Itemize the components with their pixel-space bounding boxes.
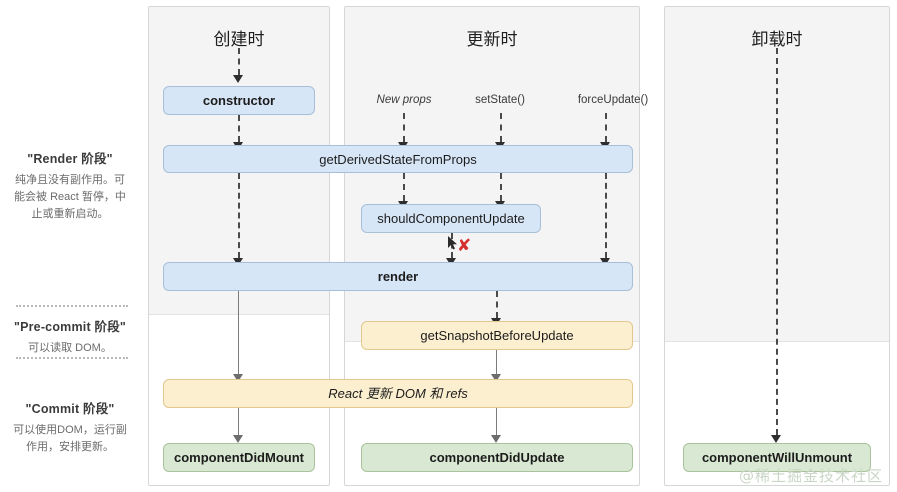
- phase-precommit-desc: 可以读取 DOM。: [28, 342, 112, 354]
- phase-render-desc: 纯净且没有副作用。可能会被 React 暂停，中止或重新启动。: [14, 174, 126, 221]
- update-render-band: [345, 7, 639, 342]
- node-getSnapshotBeforeUpdate-label: getSnapshotBeforeUpdate: [420, 328, 574, 343]
- phase-precommit: "Pre-commit 阶段" 可以读取 DOM。: [0, 316, 140, 357]
- node-componentDidMount-label: componentDidMount: [174, 450, 304, 465]
- node-constructor[interactable]: constructor: [163, 86, 315, 115]
- phase-commit: "Commit 阶段" 可以使用DOM，运行副作用，安排更新。: [0, 398, 140, 456]
- connector-mount-entry: [238, 48, 240, 75]
- column-updating: 更新时: [344, 6, 640, 486]
- node-react-updates-dom-and-refs-label: React 更新 DOM 和 refs: [328, 386, 468, 401]
- node-react-updates-dom-and-refs[interactable]: React 更新 DOM 和 refs: [163, 379, 633, 408]
- connector-render-to-reactdom-mount: [238, 291, 239, 374]
- node-shouldComponentUpdate[interactable]: shouldComponentUpdate: [361, 204, 541, 233]
- connector-forceupdate-to-render: [605, 173, 607, 258]
- arrowhead-mount-entry: [233, 75, 243, 83]
- node-getDerivedStateFromProps-label: getDerivedStateFromProps: [319, 151, 477, 167]
- connector-unmount-entry: [776, 48, 778, 435]
- trigger-new-props: New props: [340, 94, 468, 106]
- column-unmounting-title: 卸载时: [751, 30, 803, 49]
- mouse-cursor-icon: [447, 236, 458, 255]
- phase-render-title: "Render 阶段": [27, 152, 113, 166]
- connector-reactdom-to-cdm: [238, 408, 239, 435]
- phase-commit-desc: 可以使用DOM，运行副作用，安排更新。: [13, 424, 127, 454]
- connector-gsbu-to-reactdom: [496, 350, 497, 374]
- trigger-force-update: forceUpdate(): [548, 94, 678, 106]
- connector-gdsfp-to-render-mount: [238, 173, 240, 258]
- trigger-set-state-label: setState(): [475, 94, 525, 106]
- node-getDerivedStateFromProps[interactable]: getDerivedStateFromProps: [163, 145, 633, 173]
- legend-divider-top: [16, 305, 128, 307]
- arrowhead-unmount-entry: [771, 435, 781, 443]
- connector-reactdom-to-cdu: [496, 408, 497, 435]
- connector-gdsfp-to-scu-right: [500, 173, 502, 201]
- column-mounting-title: 创建时: [213, 30, 265, 49]
- phase-precommit-title: "Pre-commit 阶段": [13, 320, 127, 334]
- connector-render-to-gsbu: [496, 291, 498, 318]
- skip-update-x-icon: ✘: [457, 236, 472, 256]
- connector-setstate-to-gdsfp: [500, 113, 502, 142]
- phase-render: "Render 阶段" 纯净且没有副作用。可能会被 React 暂停，中止或重新…: [0, 148, 140, 223]
- arrowhead-gsbu-to-reactdom: [491, 374, 501, 382]
- node-constructor-label: constructor: [202, 93, 276, 108]
- arrowhead-reactdom-to-cdu: [491, 435, 501, 443]
- node-render[interactable]: render: [163, 262, 633, 291]
- phase-legend: "Render 阶段" 纯净且没有副作用。可能会被 React 暂停，中止或重新…: [0, 0, 140, 492]
- column-updating-title: 更新时: [466, 30, 518, 49]
- phase-commit-title: "Commit 阶段": [25, 402, 115, 416]
- connector-gdsfp-to-scu-left: [403, 173, 405, 201]
- trigger-force-update-label: forceUpdate(): [577, 94, 649, 106]
- node-getSnapshotBeforeUpdate[interactable]: getSnapshotBeforeUpdate: [361, 321, 633, 350]
- node-componentWillUnmount[interactable]: componentWillUnmount: [683, 443, 871, 472]
- node-componentWillUnmount-label: componentWillUnmount: [701, 450, 853, 465]
- watermark: @稀土掘金技术社区: [738, 467, 883, 485]
- node-componentDidUpdate[interactable]: componentDidUpdate: [361, 443, 633, 472]
- node-render-label: render: [377, 269, 419, 284]
- node-componentDidMount[interactable]: componentDidMount: [163, 443, 315, 472]
- connector-forceupdate-to-gdsfp: [605, 113, 607, 142]
- trigger-new-props-label: New props: [376, 94, 432, 106]
- legend-divider-bottom: [16, 357, 128, 359]
- connector-newprops-to-gdsfp: [403, 113, 405, 142]
- trigger-set-state: setState(): [441, 94, 559, 106]
- node-componentDidUpdate-label: componentDidUpdate: [429, 450, 565, 465]
- connector-constructor-to-gdsfp: [238, 115, 240, 142]
- arrowhead-reactdom-to-cdm: [233, 435, 243, 443]
- arrowhead-render-to-reactdom-mount: [233, 374, 243, 382]
- node-shouldComponentUpdate-label: shouldComponentUpdate: [377, 211, 525, 226]
